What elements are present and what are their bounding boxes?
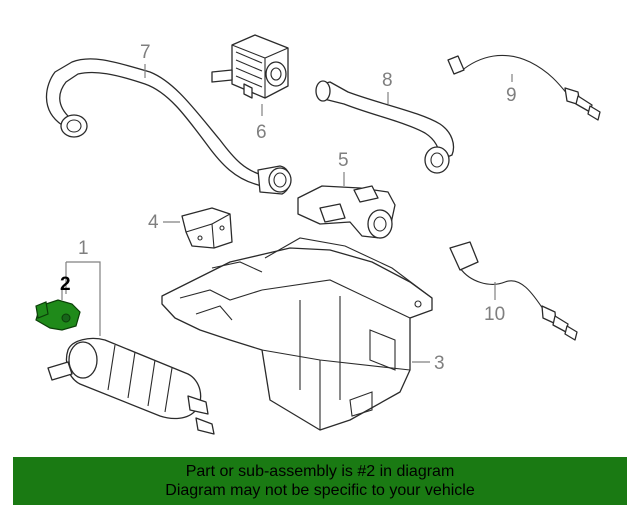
- banner-line-2: Diagram may not be specific to your vehi…: [165, 482, 475, 499]
- callout-2: 2: [60, 274, 71, 295]
- part-3-canister-bracket[interactable]: [161, 237, 433, 431]
- callout-9: 9: [506, 85, 517, 106]
- callout-3: 3: [434, 353, 445, 374]
- leader-lines: [61, 64, 513, 363]
- info-banner: Part or sub-assembly is #2 in diagram Di…: [13, 457, 627, 505]
- part-8-vapor-hose[interactable]: [315, 80, 455, 174]
- callout-1: 1: [78, 238, 89, 259]
- callout-8: 8: [382, 70, 393, 91]
- part-6-solenoid-valve[interactable]: [211, 34, 289, 99]
- callout-5: 5: [338, 150, 349, 171]
- callout-6: 6: [256, 122, 267, 143]
- part-9-oxygen-sensor[interactable]: [447, 54, 601, 121]
- part-1-canister[interactable]: [47, 337, 215, 435]
- callout-10: 10: [484, 304, 505, 325]
- callout-7: 7: [140, 42, 151, 63]
- part-10-oxygen-sensor[interactable]: [449, 241, 578, 341]
- callout-4: 4: [148, 212, 159, 233]
- part-2-pressure-sensor[interactable]: [35, 299, 81, 331]
- part-4-bracket[interactable]: [181, 207, 233, 249]
- part-5-purge-valve[interactable]: [297, 185, 396, 239]
- banner-line-1: Part or sub-assembly is #2 in diagram: [185, 463, 455, 480]
- parts-diagram: 7 6 8 9 5 4 1 2 10 3: [35, 34, 601, 435]
- part-7-vapor-hose[interactable]: [45, 58, 292, 195]
